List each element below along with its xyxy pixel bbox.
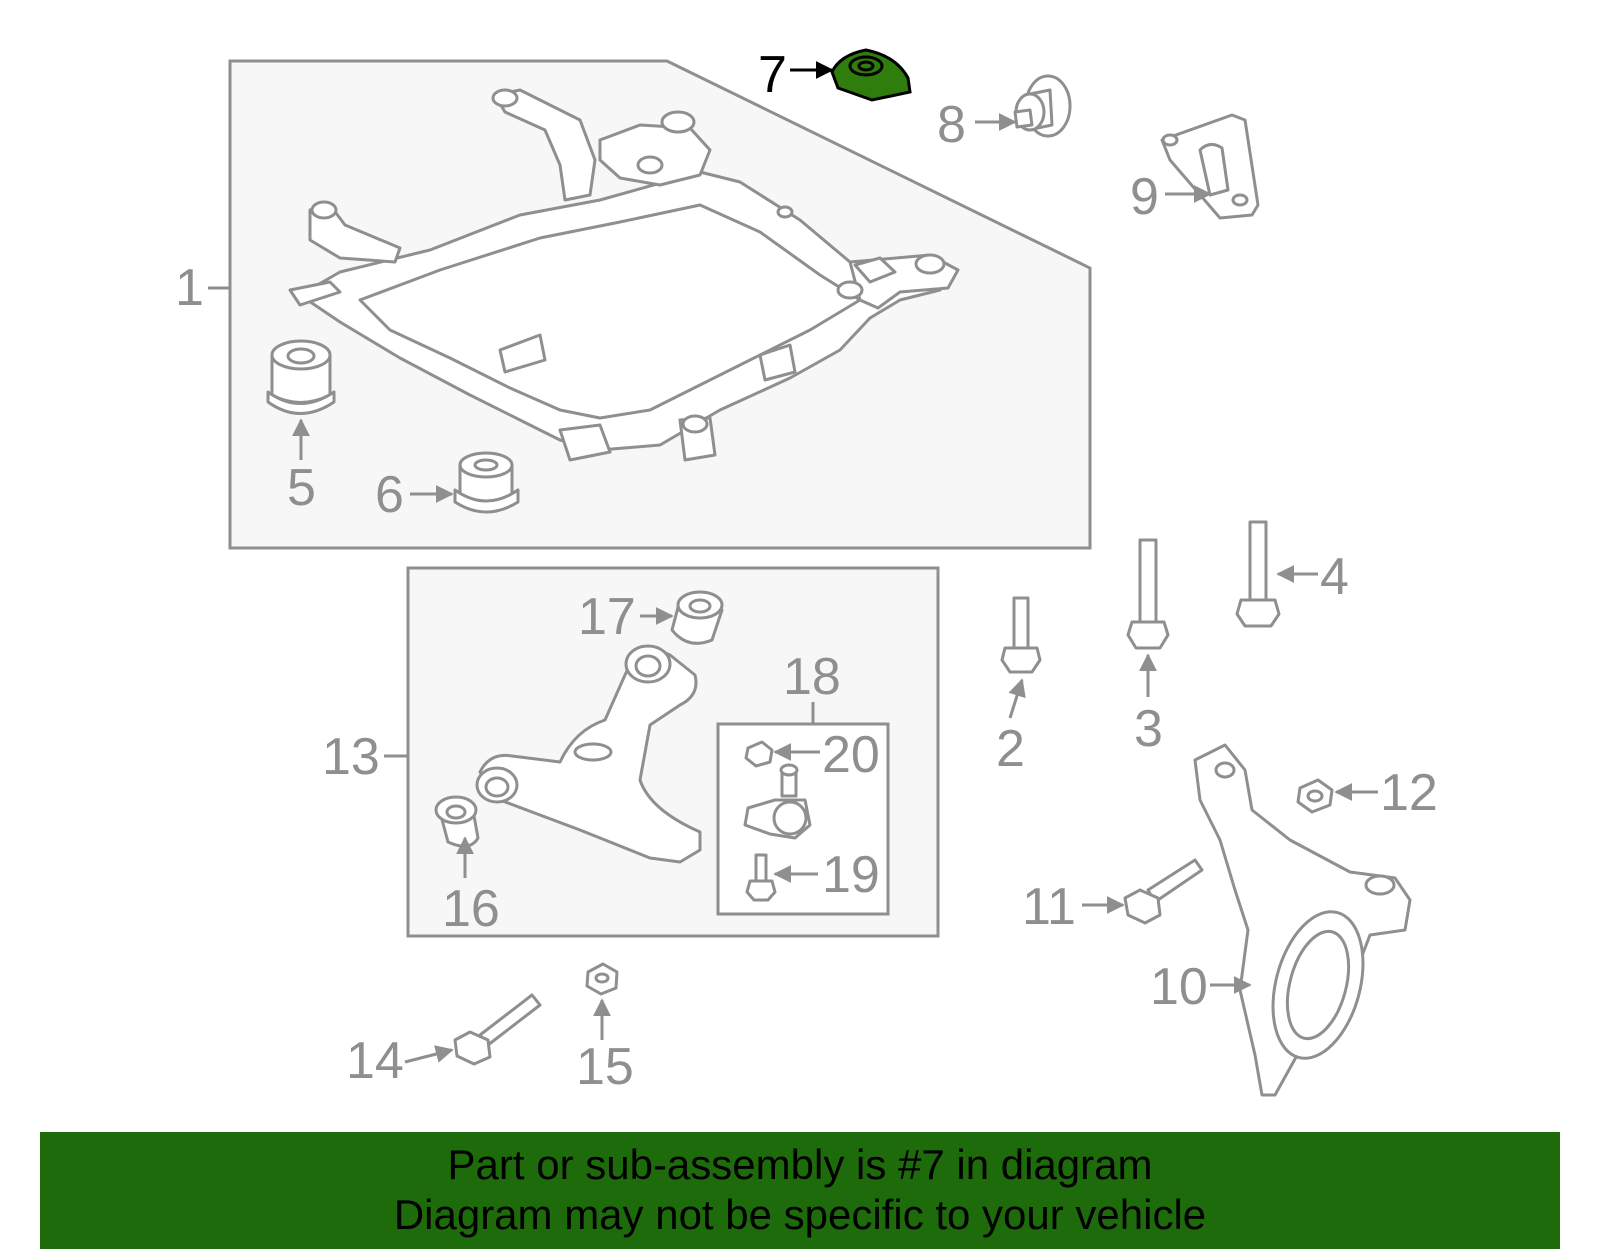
callout-11: 11 [1022, 878, 1076, 936]
callout-4: 4 [1320, 548, 1349, 606]
bushing-part-17 [670, 590, 724, 645]
callout-1: 1 [175, 259, 204, 317]
subframe-crossmember [288, 88, 960, 462]
callout-3: 3 [1134, 700, 1163, 758]
mount-part-8 [1013, 74, 1072, 138]
bolt-part-14 [453, 993, 542, 1066]
bracket-part-9 [1160, 113, 1260, 220]
banner-line-2: Diagram may not be specific to your vehi… [393, 1191, 1207, 1238]
bushing-part-5 [266, 339, 336, 415]
callout-9: 9 [1130, 168, 1159, 226]
knuckle-part-10 [1193, 743, 1412, 1097]
callout-6: 6 [375, 466, 404, 524]
mount-part-7-highlighted[interactable] [830, 48, 912, 102]
bushing-part-6 [453, 451, 520, 514]
nut-part-15 [585, 962, 619, 996]
banner-line-1: Part or sub-assembly is #7 in diagram [447, 1141, 1153, 1188]
callout-12: 12 [1380, 764, 1438, 822]
bolt-part-19 [745, 853, 777, 902]
ball-joint [743, 763, 812, 840]
bolt-part-11 [1123, 858, 1204, 925]
callout-10: 10 [1150, 958, 1208, 1016]
nut-part-20 [744, 740, 774, 768]
callout-14: 14 [346, 1032, 404, 1090]
callout-20: 20 [822, 726, 880, 784]
callout-5: 5 [287, 459, 316, 517]
callout-15: 15 [576, 1038, 634, 1096]
bolt-part-4 [1235, 520, 1281, 628]
callout-19: 19 [822, 846, 880, 904]
callout-13: 13 [322, 728, 380, 786]
callout-17: 17 [578, 588, 636, 646]
callout-8: 8 [937, 96, 966, 154]
callout-2: 2 [996, 720, 1025, 778]
info-banner: Part or sub-assembly is #7 in diagram Di… [40, 1132, 1560, 1249]
callout-18: 18 [783, 648, 841, 706]
bolt-part-2 [1000, 596, 1042, 674]
callout-16: 16 [442, 880, 500, 938]
callout-7: 7 [758, 46, 787, 104]
nut-part-12 [1296, 778, 1334, 814]
bolt-part-3 [1126, 538, 1170, 650]
control-arm [475, 644, 702, 864]
leader-14 [404, 1045, 454, 1064]
leader-2 [1008, 678, 1026, 719]
